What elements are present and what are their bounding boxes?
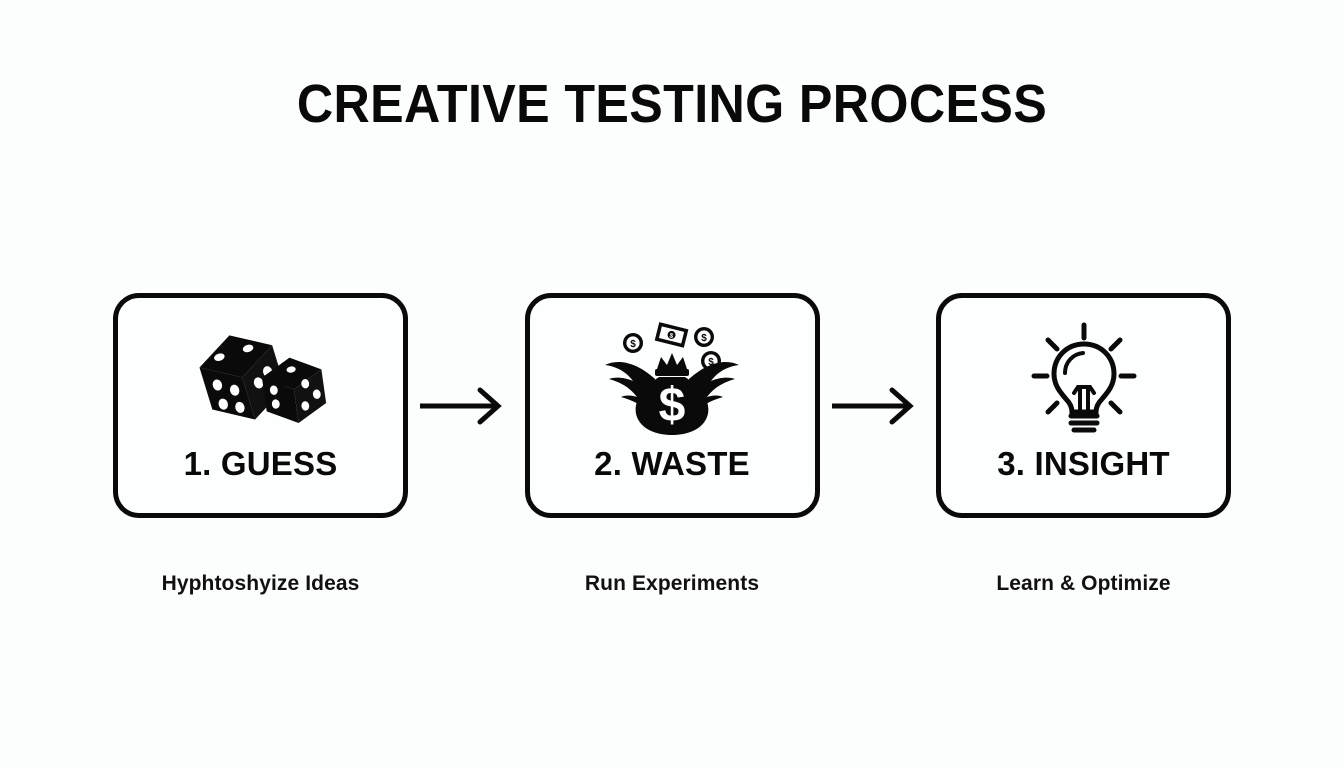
- arrow-right-icon: [414, 383, 518, 429]
- winged-money-bag-icon: $ $ $ $: [597, 320, 747, 438]
- lightbulb-icon: [1024, 320, 1144, 438]
- process-flow: 1. GUESS $ $: [113, 293, 1231, 518]
- step-label: 3. INSIGHT: [997, 445, 1170, 482]
- dice-icon: [191, 320, 331, 438]
- svg-text:$: $: [659, 379, 686, 432]
- step-caption-waste: Run Experiments: [584, 572, 760, 595]
- step-caption-insight: Learn & Optimize: [996, 572, 1171, 595]
- svg-text:$: $: [708, 357, 714, 368]
- page-title: CREATIVE TESTING PROCESS: [296, 74, 1048, 134]
- svg-text:$: $: [630, 339, 636, 350]
- step-card-guess[interactable]: 1. GUESS: [113, 293, 408, 518]
- arrow-right-icon: [826, 383, 930, 429]
- step-card-waste[interactable]: $ $ $ $: [524, 293, 820, 518]
- step-label: 1. GUESS: [183, 445, 338, 482]
- step-card-insight[interactable]: 3. INSIGHT: [936, 293, 1231, 518]
- step-caption-guess: Hyphtoshyize Ideas: [161, 572, 360, 595]
- svg-text:$: $: [701, 333, 707, 344]
- svg-text:$: $: [669, 332, 675, 340]
- step-label: 2. WASTE: [594, 445, 750, 482]
- step-captions: Hyphtoshyize Ideas Run Experiments Learn…: [113, 572, 1231, 606]
